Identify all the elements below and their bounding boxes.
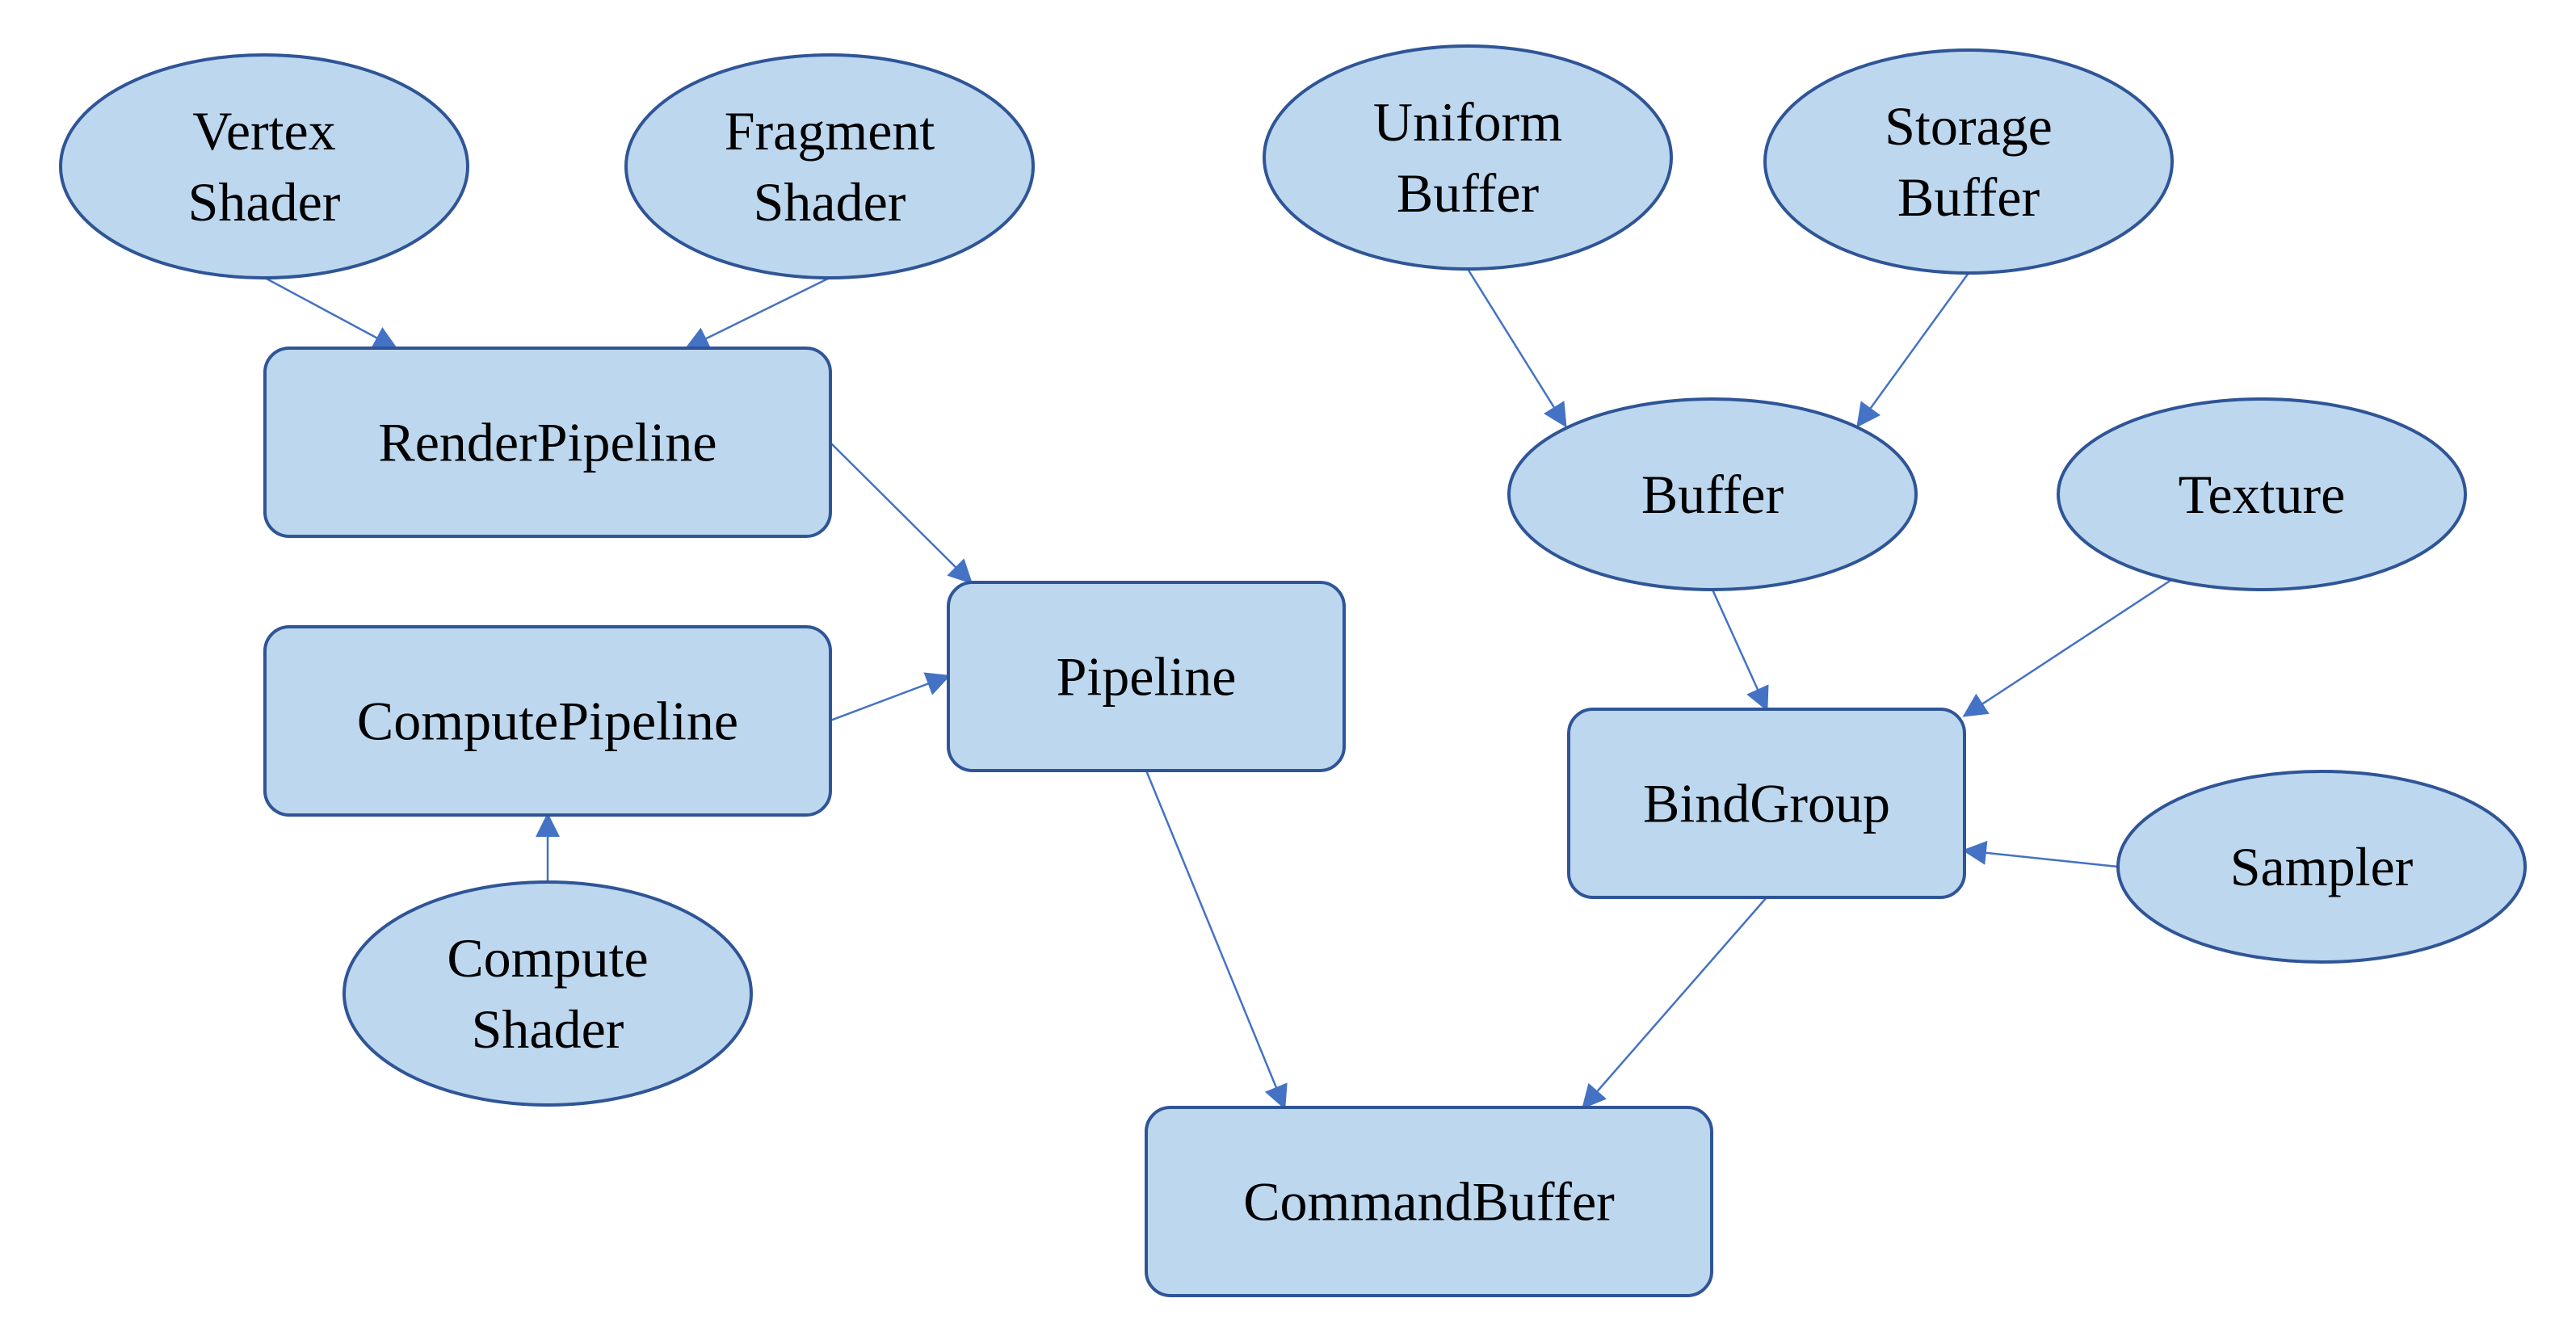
node-pipeline: Pipeline <box>947 581 1346 772</box>
edge-bind-group-to-command-buffer <box>1582 897 1767 1110</box>
node-compute-pipeline: ComputePipeline <box>263 625 832 817</box>
node-storage-buffer-label: Storage <box>1885 95 2053 157</box>
node-storage-buffer-shape <box>1763 48 2174 275</box>
node-command-buffer-label: CommandBuffer <box>1243 1171 1615 1233</box>
node-bind-group-shape <box>1567 708 1966 899</box>
node-compute-pipeline-shape <box>263 625 832 817</box>
node-sampler: Sampler <box>2116 770 2527 964</box>
node-buffer-label: Buffer <box>1641 464 1784 525</box>
node-uniform-buffer-shape <box>1263 44 1673 271</box>
node-bind-group: BindGroup <box>1567 708 1966 899</box>
node-compute-shader-label: Compute <box>447 927 648 989</box>
node-render-pipeline-shape <box>263 347 832 538</box>
node-bind-group-label: BindGroup <box>1643 773 1890 834</box>
node-fragment-shader-label: Shader <box>754 171 906 233</box>
node-sampler-shape <box>2116 770 2527 964</box>
node-buffer: Buffer <box>1507 397 1918 591</box>
node-uniform-buffer-label: Uniform <box>1373 91 1562 153</box>
node-compute-shader-label: Shader <box>472 998 624 1060</box>
node-sampler-label: Sampler <box>2230 836 2414 897</box>
node-command-buffer: CommandBuffer <box>1145 1106 1713 1297</box>
node-compute-shader-shape <box>342 880 753 1107</box>
node-uniform-buffer-label: Buffer <box>1397 162 1540 224</box>
node-pipeline-label: Pipeline <box>1057 646 1237 708</box>
node-fragment-shader-label: Fragment <box>725 100 935 162</box>
node-texture: Texture <box>2057 397 2467 591</box>
node-buffer-shape <box>1507 397 1918 591</box>
node-render-pipeline-label: RenderPipeline <box>378 412 716 473</box>
nodes: VertexShaderFragmentShaderUniformBufferS… <box>59 44 2527 1297</box>
edge-pipeline-to-command-buffer <box>1145 770 1288 1110</box>
node-fragment-shader-shape <box>624 53 1035 279</box>
edge-fragment-shader-to-render-pipeline <box>684 276 830 350</box>
node-render-pipeline: RenderPipeline <box>263 347 832 538</box>
edge-buffer-to-bind-group <box>1711 589 1769 712</box>
edge-compute-pipeline-to-pipeline <box>830 672 951 722</box>
edge-render-pipeline-to-pipeline <box>830 442 973 585</box>
node-compute-pipeline-label: ComputePipeline <box>357 691 738 752</box>
edge-sampler-to-bind-group <box>1962 840 2119 868</box>
node-vertex-shader-label: Shader <box>188 171 341 233</box>
edge-uniform-buffer-to-buffer <box>1466 268 1567 428</box>
node-storage-buffer-label: Buffer <box>1897 166 2040 228</box>
node-pipeline-shape <box>947 581 1346 772</box>
edge-texture-to-bind-group <box>1962 578 2172 717</box>
edges <box>264 268 2172 1110</box>
node-command-buffer-shape <box>1145 1106 1713 1297</box>
node-texture-shape <box>2057 397 2467 591</box>
edge-vertex-shader-to-render-pipeline <box>264 276 398 350</box>
node-vertex-shader-shape <box>59 53 469 279</box>
node-texture-label: Texture <box>2179 464 2346 525</box>
node-vertex-shader-label: Vertex <box>192 100 335 162</box>
edge-storage-buffer-to-buffer <box>1856 272 1970 428</box>
